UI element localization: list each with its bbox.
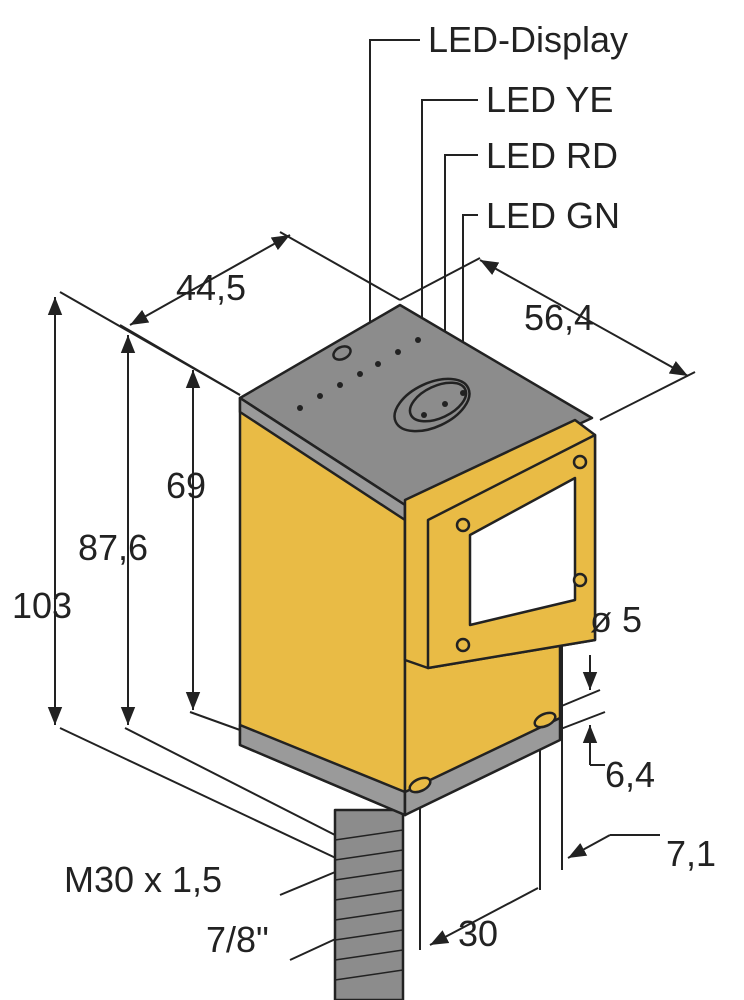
label-width: 56,4 <box>524 297 595 338</box>
label-led-rd: LED RD <box>486 135 619 176</box>
label-hole-offset: 6,4 <box>605 754 656 795</box>
led-dots <box>297 337 466 418</box>
label-led-display: LED-Display <box>428 19 629 60</box>
mounting-hole <box>408 776 432 794</box>
dimension-lines <box>47 39 696 961</box>
label-depth: 44,5 <box>176 267 247 308</box>
label-height-total: 103 <box>12 585 73 626</box>
leader-led-display <box>369 39 420 385</box>
label-hole-spacing: 30 <box>458 913 499 954</box>
adjust-knob <box>332 345 352 361</box>
label-height-lens: 69 <box>166 465 207 506</box>
label-thread: M30 x 1,5 <box>64 859 223 900</box>
label-edge-offset: 7,1 <box>666 833 717 874</box>
sensor-body <box>238 303 597 1000</box>
mounting-hole <box>533 711 557 729</box>
leader-led-gn <box>462 214 478 395</box>
label-hole-diameter: ø 5 <box>590 599 643 640</box>
label-height-body: 87,6 <box>78 527 149 568</box>
leader-led-ye <box>421 99 478 400</box>
lens-window <box>468 476 577 627</box>
label-thread-alt: 7/8" <box>206 919 269 960</box>
dim-56-4 <box>479 259 689 377</box>
connector-thread <box>334 829 404 981</box>
leader-led-rd <box>444 154 478 405</box>
label-led-ye: LED YE <box>486 79 614 120</box>
connector <box>333 808 405 1000</box>
dim-44-5 <box>129 234 291 326</box>
label-led-gn: LED GN <box>486 195 621 236</box>
